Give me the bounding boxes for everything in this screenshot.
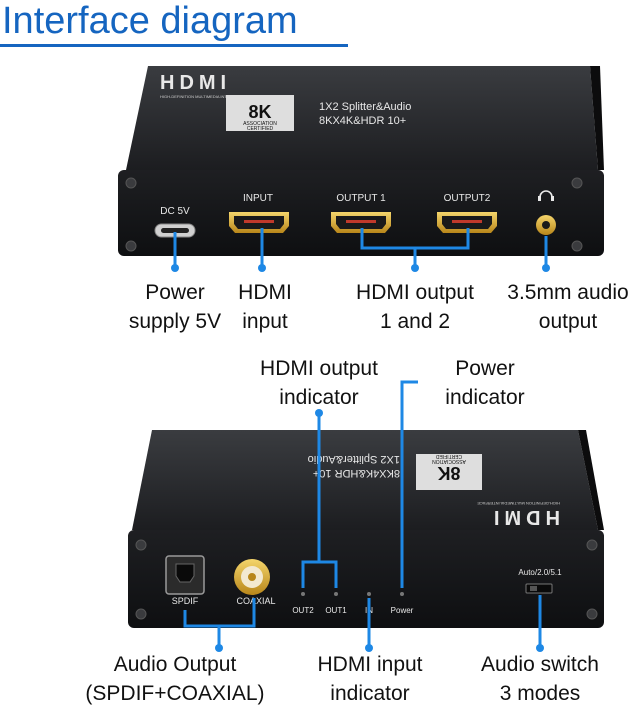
top-8k-badge-text: 8K	[248, 102, 271, 122]
bottom-8k-badge	[416, 454, 482, 490]
bottom-8k-badge-text: 8K	[437, 463, 460, 483]
caption-hdmi-output-line1: HDMI output	[356, 281, 474, 304]
caption-power-supply-line2: supply 5V	[128, 310, 222, 333]
audio-mode-switch[interactable]	[525, 583, 553, 594]
audio-switch-label: Auto/2.0/5.1	[518, 568, 562, 577]
bottom-device-side	[578, 430, 604, 530]
top-device-side	[590, 66, 604, 170]
caption-power-supply: Power supply 5V	[105, 278, 245, 336]
caption-hdmi-output-line2: 1 and 2	[379, 310, 451, 333]
caption-audio-output-line2: output	[538, 310, 598, 333]
caption-audio-switch: Audio switch 3 modes	[470, 650, 610, 708]
title-underline	[0, 44, 348, 47]
bottom-device-front-face	[128, 530, 604, 628]
dc5v-port-label: DC 5V	[160, 206, 190, 217]
caption-audio-output-line1: 3.5mm audio	[507, 281, 629, 304]
caption-audio-output-sub: (SPDIF+COAXIAL)	[85, 682, 265, 705]
top-8k-badge	[226, 95, 294, 131]
top-brand-logo: HDMI	[160, 72, 231, 94]
caption-hdmi-output: HDMI output 1 and 2	[340, 278, 490, 336]
caption-hdmi-input-indicator-line2: indicator	[330, 682, 410, 705]
audio-jack-3-5mm[interactable]	[536, 215, 556, 235]
caption-hdmi-input: HDMI input	[220, 278, 310, 336]
bottom-screw-right-upper	[586, 539, 598, 551]
out2-indicator-led	[301, 592, 305, 596]
caption-hdmi-input-line1: HDMI	[238, 281, 292, 304]
hdmi-input-port[interactable]	[229, 212, 289, 233]
top-screw-left-lower	[125, 240, 137, 252]
caption-hdmi-input-indicator: HDMI input indicator	[300, 650, 440, 708]
caption-power-supply-line1: Power	[145, 281, 205, 304]
bottom-device: HDMI HIGH-DEFINITION MULTIMEDIA INTERFAC…	[128, 430, 604, 628]
caption-audio-output: Audio Output (SPDIF+COAXIAL)	[70, 650, 280, 708]
coaxial-port[interactable]	[234, 559, 270, 595]
bottom-screw-left-lower	[135, 608, 147, 620]
spdif-optical-port[interactable]	[165, 555, 205, 595]
bottom-screw-right-lower	[586, 608, 598, 620]
caption-audio-switch-line1: Audio switch	[481, 653, 599, 676]
output1-port-label: OUTPUT 1	[336, 193, 386, 204]
caption-hdmi-output-indicator-line2: indicator	[279, 386, 359, 409]
top-model-line-2: 8KX4K&HDR 10+	[319, 115, 406, 127]
in-indicator-led	[367, 592, 371, 596]
spdif-label: SPDIF	[172, 596, 199, 606]
bottom-lid-print: HDMI HIGH-DEFINITION MULTIMEDIA INTERFAC…	[308, 453, 560, 528]
output2-port-label: OUTPUT2	[444, 193, 491, 204]
hdmi-output2-port[interactable]	[437, 212, 497, 233]
out1-led-label: OUT1	[325, 606, 347, 615]
top-model-line-1: 1X2 Splitter&Audio	[319, 101, 411, 113]
bottom-callout-dots	[215, 644, 544, 652]
top-callout-lines	[173, 228, 548, 268]
caption-power-indicator-line2: indicator	[445, 386, 525, 409]
bottom-8k-badge-sub1: ASSOCIATION	[432, 458, 466, 464]
power-indicator-led	[400, 592, 404, 596]
caption-power-indicator: Power indicator	[420, 354, 550, 412]
middle-callout-lines	[301, 380, 418, 588]
top-brand-subtitle: HIGH-DEFINITION MULTIMEDIA INTERFACE	[160, 94, 243, 99]
caption-hdmi-output-indicator-line1: HDMI output	[260, 357, 378, 380]
caption-audio-switch-line2: 3 modes	[499, 682, 581, 705]
bottom-brand-logo: HDMI	[489, 506, 560, 528]
bottom-screw-left-upper	[135, 539, 147, 551]
out1-indicator-led	[334, 592, 338, 596]
input-port-label: INPUT	[243, 193, 273, 204]
power-led-label: Power	[391, 606, 414, 615]
caption-hdmi-input-line2: input	[242, 310, 288, 333]
headphone-icon	[538, 190, 554, 201]
top-screw-left-upper	[125, 177, 137, 189]
page-title: Interface diagram	[2, 0, 298, 42]
bottom-brand-subtitle: HIGH-DEFINITION MULTIMEDIA INTERFACE	[477, 501, 560, 506]
coaxial-label: COAXIAL	[236, 596, 275, 606]
top-device-lid	[126, 66, 598, 170]
bottom-model-line-1: 1X2 Splitter&Audio	[308, 453, 400, 465]
caption-hdmi-output-indicator: HDMI output indicator	[244, 354, 394, 412]
top-device: HDMI HIGH-DEFINITION MULTIMEDIA INTERFAC…	[118, 66, 604, 256]
hdmi-output1-port[interactable]	[331, 212, 391, 233]
top-screw-right-upper	[571, 177, 583, 189]
bottom-model-line-2: 8KX4K&HDR 10+	[313, 467, 400, 479]
top-8k-badge-sub1: ASSOCIATION	[243, 121, 277, 127]
caption-hdmi-input-indicator-line1: HDMI input	[317, 653, 423, 676]
middle-callout-dots	[315, 409, 323, 417]
caption-power-indicator-line1: Power	[455, 357, 515, 380]
bottom-8k-badge-sub2: CERTIFIED	[435, 453, 462, 459]
caption-audio-output-main: Audio Output	[113, 653, 237, 676]
caption-audio-output-3-5mm: 3.5mm audio output	[498, 278, 638, 336]
top-8k-badge-sub2: CERTIFIED	[247, 126, 274, 132]
out2-led-label: OUT2	[292, 606, 314, 615]
top-callout-dots	[171, 264, 550, 272]
top-screw-right-lower	[571, 240, 583, 252]
